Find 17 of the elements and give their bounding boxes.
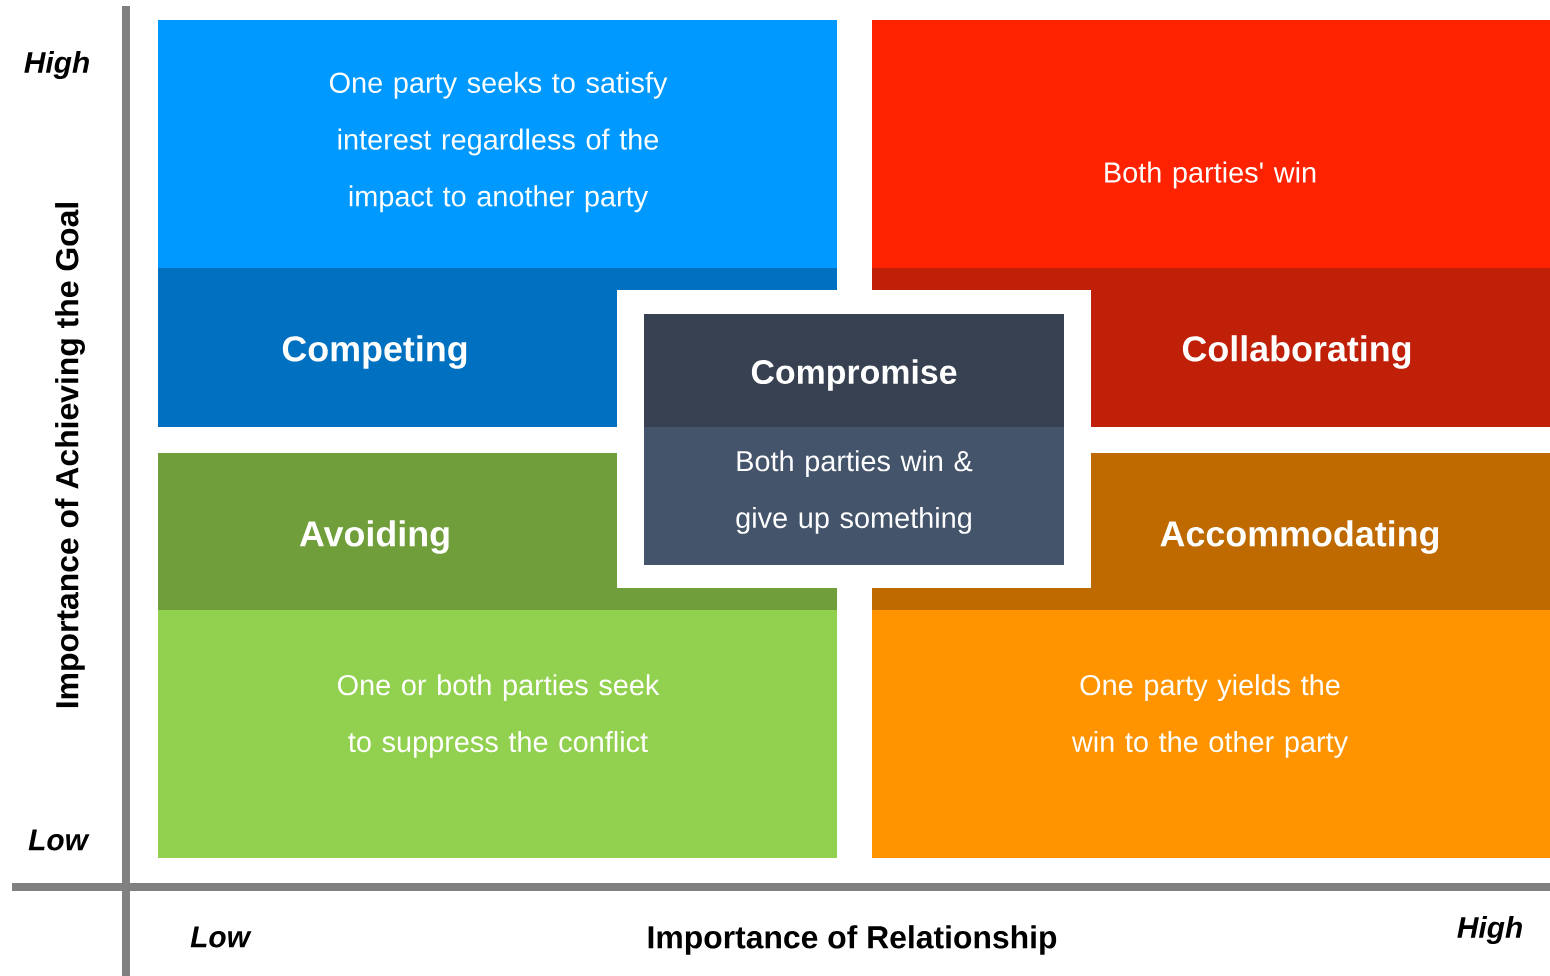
- description-text: One or both parties seek to suppress the conflict: [338, 674, 660, 758]
- description-text: Both parties win & give up something: [736, 450, 973, 534]
- axis-title: Importance of Relationship: [648, 925, 1057, 955]
- quadrant-title: Competing: [282, 335, 467, 369]
- description-text: Both parties' win: [1105, 161, 1316, 189]
- quadrant-title: Collaborating: [1182, 335, 1411, 369]
- centre-box: [617, 290, 1091, 588]
- quadrant-title: Avoiding: [299, 520, 449, 554]
- box-title: Compromise: [751, 359, 957, 391]
- axis-end-label: High: [24, 51, 89, 79]
- axis-title: Importance of Achieving the Goal: [55, 203, 85, 708]
- description-text: One party seeks to satisfy interest regardless of the impact to another party: [330, 71, 668, 213]
- description-text: One party yields the win to the other party: [1071, 674, 1349, 758]
- axis-end-label: Low: [28, 829, 90, 851]
- quadrant-title: Accommodating: [1160, 520, 1439, 554]
- axis-end-label: Low: [190, 926, 252, 948]
- axis-end-label: High: [1457, 916, 1522, 944]
